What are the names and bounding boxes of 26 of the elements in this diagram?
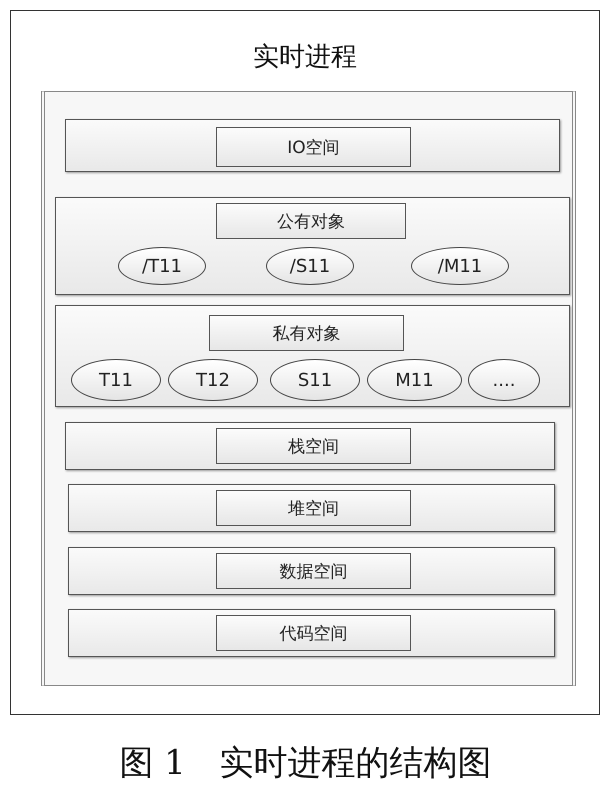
section-label: 堆空间 xyxy=(216,490,411,526)
object-pill: /M11 xyxy=(411,247,509,285)
object-pill: .... xyxy=(468,359,540,401)
section-label: 公有对象 xyxy=(216,203,406,239)
section-label: 栈空间 xyxy=(216,428,411,464)
figure-caption: 图 1 实时进程的结构图 xyxy=(118,742,493,785)
object-pill: M11 xyxy=(367,359,462,401)
process-frame xyxy=(10,10,600,715)
object-pill: /T11 xyxy=(118,247,206,285)
object-pill: T12 xyxy=(168,359,258,401)
section-label: IO空间 xyxy=(216,127,411,167)
memory-band xyxy=(55,197,570,295)
memory-band xyxy=(68,609,555,657)
section-label: 私有对象 xyxy=(209,315,404,351)
memory-band xyxy=(65,422,555,470)
title-text: 实时进程 xyxy=(252,41,358,74)
section-label: 代码空间 xyxy=(216,615,411,651)
object-pill: S11 xyxy=(270,359,360,401)
memory-band xyxy=(65,119,560,172)
memory-band xyxy=(68,484,555,532)
section-label: 数据空间 xyxy=(216,553,411,589)
memory-band xyxy=(68,547,555,595)
object-pill: T11 xyxy=(71,359,161,401)
memory-band xyxy=(55,305,570,407)
object-pill: /S11 xyxy=(266,247,354,285)
inner-frame xyxy=(41,91,576,686)
